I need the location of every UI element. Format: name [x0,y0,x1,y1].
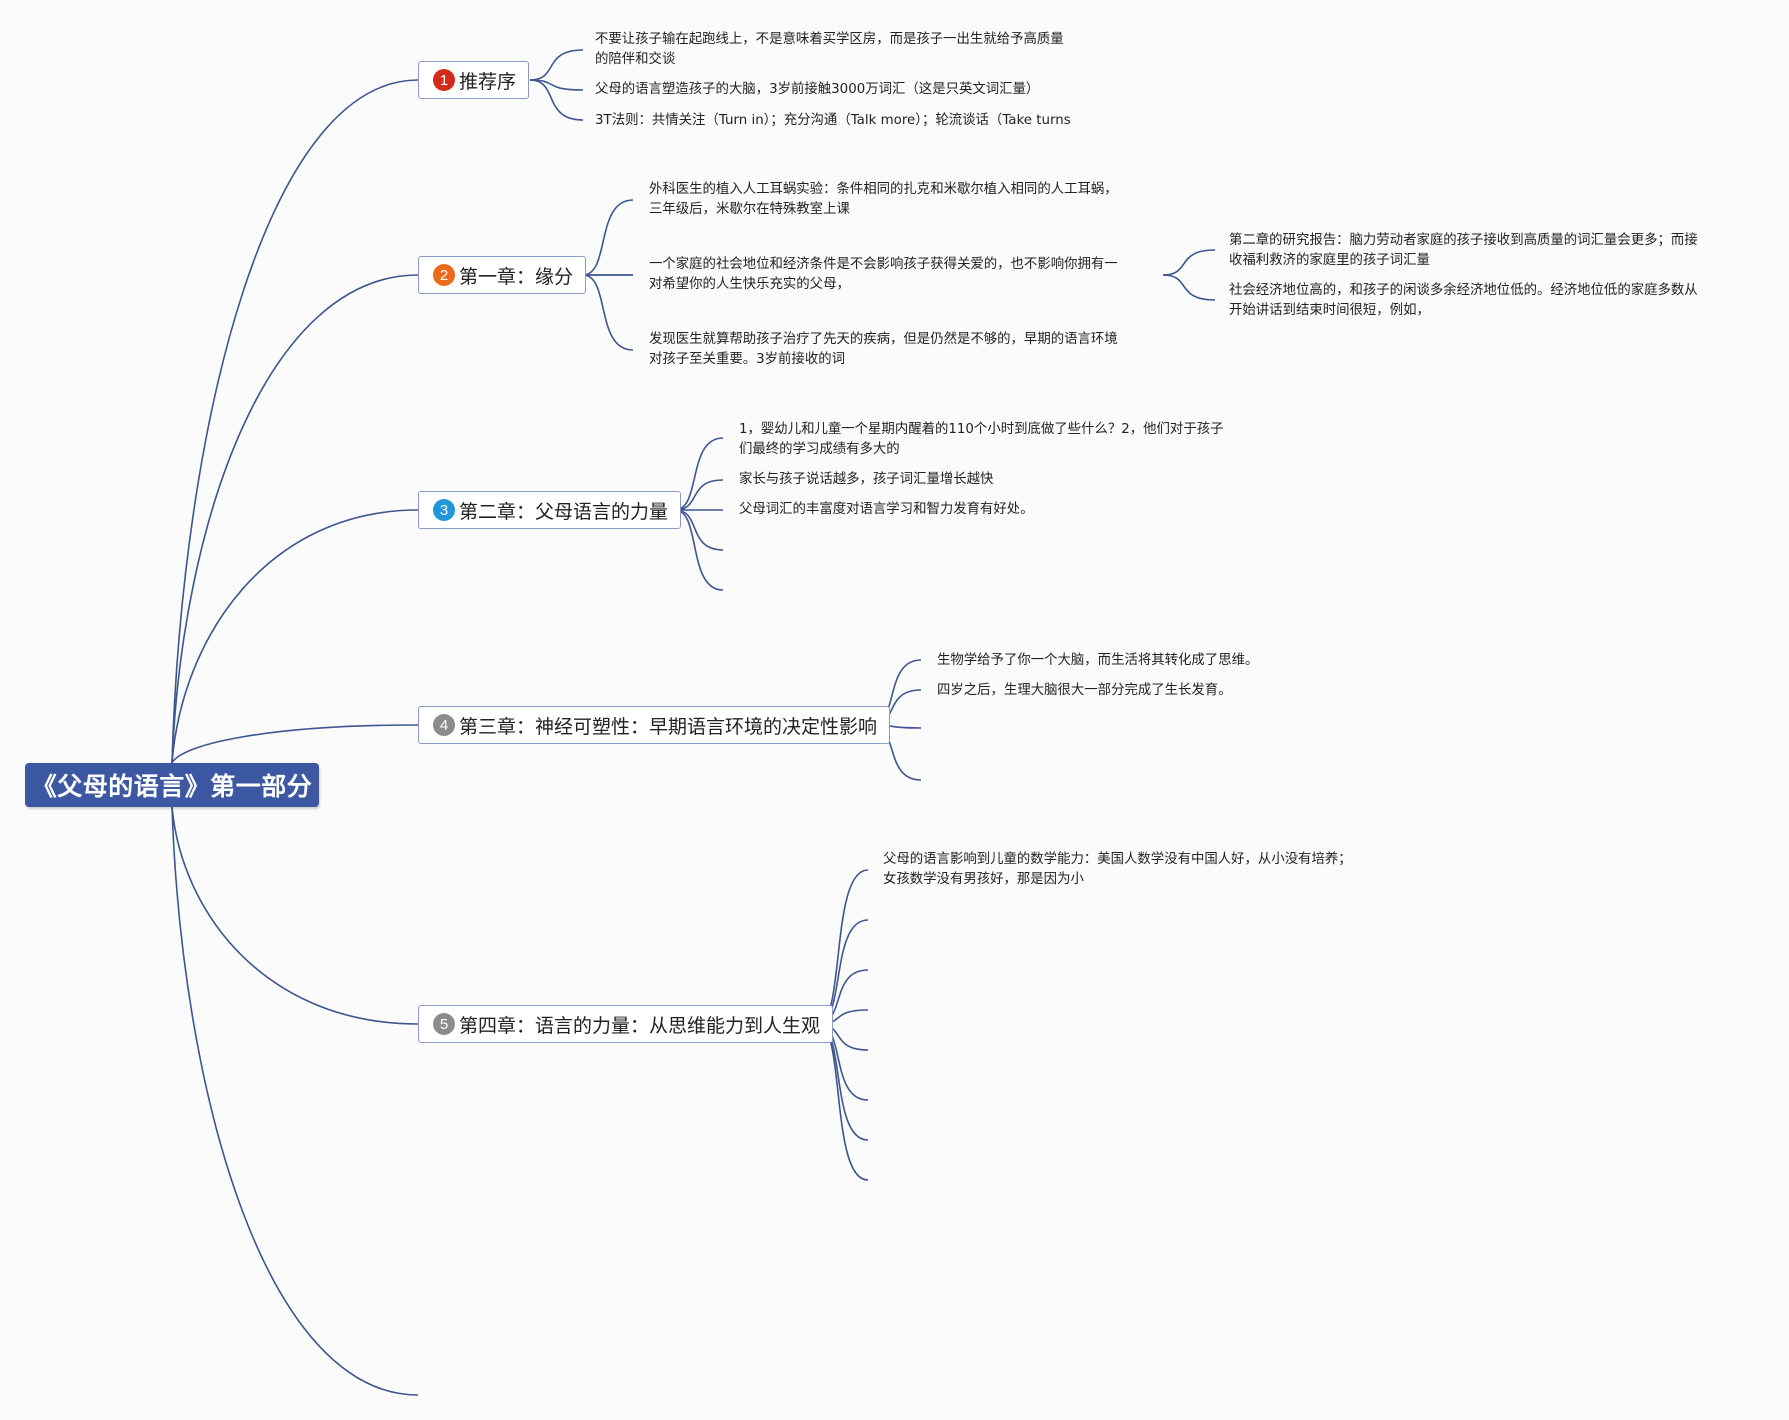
leaf-line: 女孩数学没有男孩好，那是因为小 [883,872,1084,887]
root-connector [171,79,419,764]
leaf-line: 外科医生的植入人工耳蜗实验：条件相同的扎克和米歇尔植入相同的人工耳蜗， [649,182,1118,197]
subleaf-topic[interactable]: 社会经济地位高的，和孩子的闲谈多余经济地位低的。经济地位低的家庭多数从 开始讲话… [1229,281,1698,321]
leaf-line: 的陪伴和交谈 [595,52,676,67]
leaf-line: 一个家庭的社会地位和经济条件是不会影响孩子获得关爱的，也不影响你拥有一 [649,257,1118,272]
leaf-line: 生物学给予了你一个大脑，而生活将其转化成了思维。 [937,653,1259,668]
leaf-topic[interactable]: 发现医生就算帮助孩子治疗了先天的疾病，但是仍然是不够的，早期的语言环境 对孩子至… [649,330,1118,370]
leaf-topic[interactable]: 1，婴幼儿和儿童一个星期内醒着的110个小时到底做了些什么？2，他们对于孩子 们… [739,420,1224,460]
root-connector [171,509,419,764]
branch-topic-preface[interactable]: 1 推荐序 [418,61,530,99]
leaf-line: 父母的语言影响到儿童的数学能力：美国人数学没有中国人好，从小没有培养； [883,852,1352,867]
leaf-topic[interactable]: 家长与孩子说话越多，孩子词汇量增长越快 [739,470,993,490]
leaf-topic[interactable]: 一个家庭的社会地位和经济条件是不会影响孩子获得关爱的，也不影响你拥有一 对希望你… [649,255,1118,295]
branch-topic-chapter-2[interactable]: 3 第二章：父母语言的力量 [418,491,682,529]
leaf-connector [674,479,724,511]
priority-2-icon: 2 [433,264,455,286]
leaf-connector [674,437,724,511]
leaf-line: 父母的语言塑造孩子的大脑，3岁前接触3000万词汇（这是只英文词汇量） [595,82,1040,97]
branch-label-chapter-4: 第四章：语言的力量：从思维能力到人生观 [459,1014,821,1037]
leaf-line: 不要让孩子输在起跑线上，不是意味着买学区房，而是孩子一出生就给予高质量 [595,32,1064,47]
root-connector [171,806,419,1396]
root-topic-label: 《父母的语言》第一部分 [31,772,313,801]
root-topic[interactable]: 《父母的语言》第一部分 [25,763,319,807]
leaf-line: 三年级后，米歇尔在特殊教室上课 [649,202,850,217]
leaf-line: 收福利救济的家庭里的孩子词汇量 [1229,253,1430,268]
leaf-line: 发现医生就算帮助孩子治疗了先天的疾病，但是仍然是不够的，早期的语言环境 [649,332,1118,347]
leaf-topic[interactable]: 生物学给予了你一个大脑，而生活将其转化成了思维。 [937,651,1258,671]
leaf-connector [582,274,634,351]
branch-label-chapter-1: 第一章：缘分 [459,265,574,288]
leaf-topic[interactable]: 父母词汇的丰富度对语言学习和智力发育有好处。 [739,500,1034,520]
priority-5-icon: 5 [433,1013,455,1035]
leaf-topic[interactable]: 3T法则：共情关注（Turn in）；充分沟通（Talk more）；轮流谈话（… [595,111,1071,131]
priority-3-icon: 3 [433,499,455,521]
root-connector [171,724,419,764]
leaf-line: 家长与孩子说话越多，孩子词汇量增长越快 [739,472,994,487]
subleaf-connector [1162,274,1216,301]
leaf-line: 开始讲话到结束时间很短，例如， [1229,303,1430,318]
root-connector [171,274,419,764]
leaf-connector [817,869,869,1025]
leaf-connector [582,199,634,276]
leaf-line: 父母词汇的丰富度对语言学习和智力发育有好处。 [739,502,1034,517]
leaf-topic[interactable]: 父母的语言塑造孩子的大脑，3岁前接触3000万词汇（这是只英文词汇量） [595,80,1039,100]
leaf-connector [529,79,584,121]
leaf-topic[interactable]: 四岁之后，生理大脑很大一部分完成了生长发育。 [937,681,1232,701]
leaf-connector [674,509,724,591]
root-connector [171,806,419,1025]
leaf-line: 1，婴幼儿和儿童一个星期内醒着的110个小时到底做了些什么？2，他们对于孩子 [739,422,1224,437]
leaf-line: 四岁之后，生理大脑很大一部分完成了生长发育。 [937,683,1232,698]
leaf-line: 社会经济地位高的，和孩子的闲谈多余经济地位低的。经济地位低的家庭多数从 [1229,283,1698,298]
branch-topic-chapter-1[interactable]: 2 第一章：缘分 [418,256,587,294]
subleaf-connector [1162,249,1216,276]
leaf-connector [529,79,584,91]
leaf-line: 对孩子至关重要。3岁前接收的词 [649,352,845,367]
subleaf-topic[interactable]: 第二章的研究报告：脑力劳动者家庭的孩子接收到高质量的词汇量会更多；而接 收福利救… [1229,231,1698,271]
branch-topic-chapter-3[interactable]: 4 第三章：神经可塑性：早期语言环境的决定性影响 [418,706,891,744]
leaf-connector [529,49,584,81]
leaf-topic[interactable]: 不要让孩子输在起跑线上，不是意味着买学区房，而是孩子一出生就给予高质量 的陪伴和… [595,30,1064,70]
branch-label-preface: 推荐序 [459,70,517,93]
priority-4-icon: 4 [433,714,455,736]
leaf-line: 第二章的研究报告：脑力劳动者家庭的孩子接收到高质量的词汇量会更多；而接 [1229,233,1698,248]
leaf-topic[interactable]: 外科医生的植入人工耳蜗实验：条件相同的扎克和米歇尔植入相同的人工耳蜗， 三年级后… [649,180,1118,220]
branch-label-chapter-3: 第三章：神经可塑性：早期语言环境的决定性影响 [459,715,878,738]
leaf-line: 对希望你的人生快乐充实的父母， [649,277,850,292]
leaf-topic[interactable]: 父母的语言影响到儿童的数学能力：美国人数学没有中国人好，从小没有培养； 女孩数学… [883,850,1352,890]
leaf-connector [674,509,724,551]
priority-1-icon: 1 [433,69,455,91]
leaf-line: 们最终的学习成绩有多大的 [739,442,900,457]
branch-label-chapter-2: 第二章：父母语言的力量 [459,500,669,523]
branch-topic-chapter-4[interactable]: 5 第四章：语言的力量：从思维能力到人生观 [418,1005,834,1043]
leaf-line: 3T法则：共情关注（Turn in）；充分沟通（Talk more）；轮流谈话（… [595,113,1071,128]
